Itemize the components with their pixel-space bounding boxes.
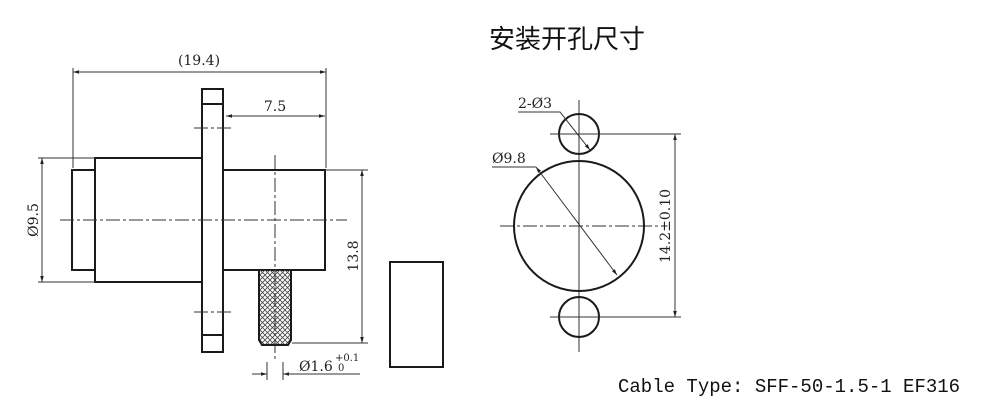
center-hole-label: Ø9.8 (492, 151, 526, 167)
height-dim: 13.8 (346, 240, 362, 271)
connector-side-view: (19.4) 7.5 Ø9.5 13.8 Ø1.6 +0.1 0 (26, 53, 368, 380)
page-title: 安装开孔尺寸 (489, 25, 645, 55)
panel-cutout-view: 14.2±0.10 2-Ø3 Ø9.8 (492, 96, 681, 352)
overall-length-dim: (19.4) (178, 53, 220, 69)
rear-length-dim: 7.5 (264, 99, 286, 115)
mount-hole-label: 2-Ø3 (518, 96, 552, 112)
cable-sleeve (389, 261, 444, 368)
pin-diameter-dim: Ø1.6 (299, 359, 333, 375)
center-hole (513, 160, 645, 292)
cable-type-note: Cable Type: SFF-50-1.5-1 EF316 (618, 376, 960, 398)
front-diameter-dim: Ø9.5 (26, 203, 42, 237)
hole-spacing-dim: 14.2±0.10 (658, 189, 674, 263)
pin-tol-lower: 0 (338, 363, 344, 374)
pin-tol-upper: +0.1 (335, 353, 359, 364)
